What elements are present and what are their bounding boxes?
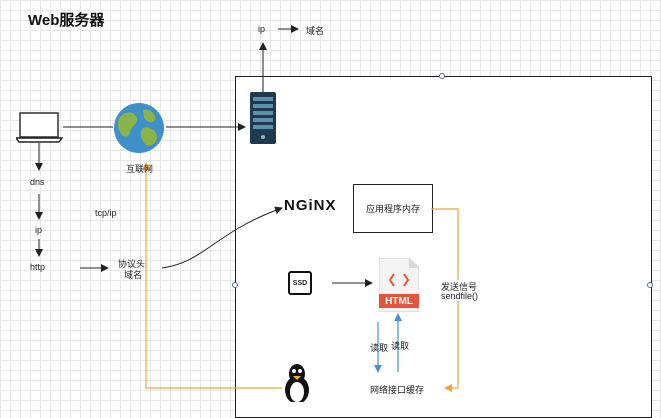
dns-label: dns xyxy=(30,177,45,187)
ip-left-label: ip xyxy=(35,225,43,235)
read-down-label: 读取 xyxy=(370,343,389,353)
linux-penguin-icon xyxy=(285,364,309,402)
html-file-label: HTML xyxy=(385,296,413,307)
app-memory-box: 应用程序内存 xyxy=(353,184,433,233)
ssd-icon-label: SSD xyxy=(292,279,308,287)
nic-cache-label: 网络接口缓存 xyxy=(370,385,425,395)
protocol-domain-label: 域名 xyxy=(124,270,143,280)
web-server-boundary xyxy=(235,76,652,418)
handle-right xyxy=(647,282,653,288)
app-memory-label: 应用程序内存 xyxy=(365,204,420,214)
internet-label: 互联网 xyxy=(126,164,154,174)
handle-left xyxy=(232,282,238,288)
sendfile-label: sendfile() xyxy=(441,291,479,301)
read-up-label: 读取 xyxy=(391,341,410,351)
nginx-logo: NGiNX xyxy=(284,197,337,214)
html-file-icon xyxy=(379,258,419,312)
server-icon xyxy=(250,92,276,144)
domain-top-label: 域名 xyxy=(306,26,325,36)
globe-icon xyxy=(114,103,164,153)
curve-protocol-nginx xyxy=(161,206,283,269)
diagram-title: Web服务器 xyxy=(28,12,105,29)
laptop-icon xyxy=(16,112,64,143)
http-label: http xyxy=(30,262,46,272)
protocol-head-label: 协议头 xyxy=(118,259,146,269)
handle-top xyxy=(439,73,445,79)
orange-return-path xyxy=(142,162,282,389)
ip-top-label: ip xyxy=(258,24,266,34)
ssd-icon: SSD xyxy=(288,271,312,295)
tcp-ip-label: tcp/ip xyxy=(95,208,117,218)
send-signal-label: 发送信号 xyxy=(441,280,478,293)
